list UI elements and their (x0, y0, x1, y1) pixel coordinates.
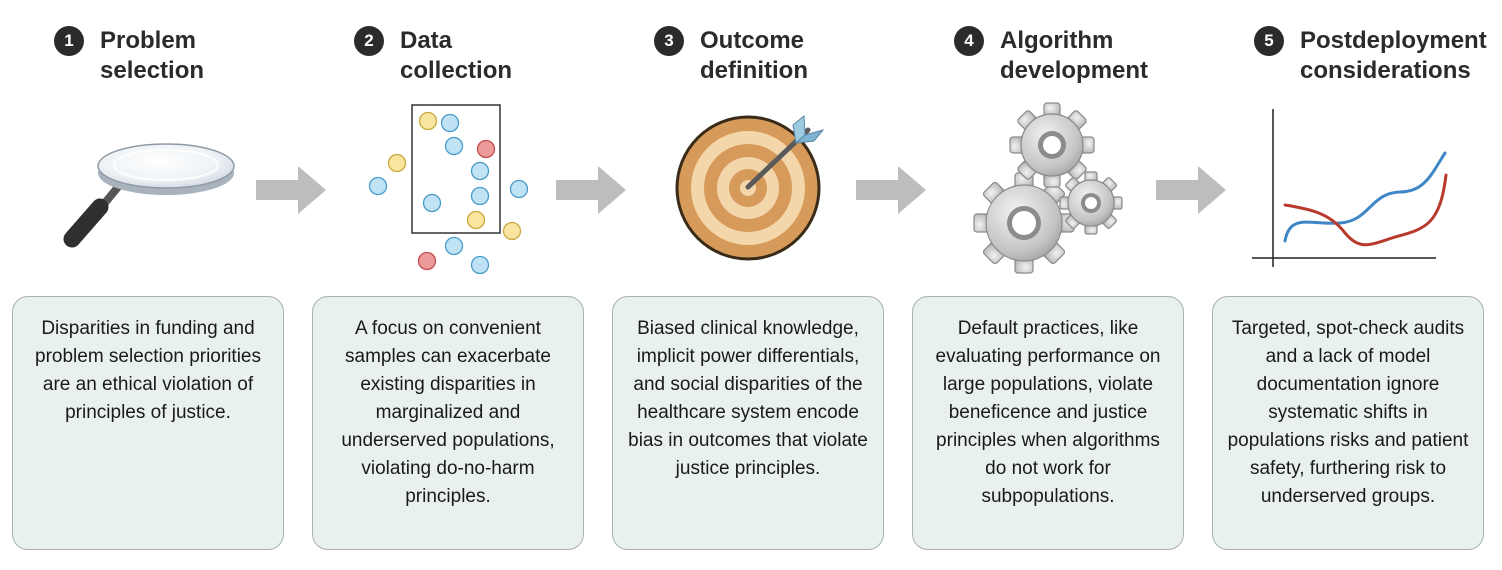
gears-icon (973, 102, 1123, 274)
stage-problem-selection: 1 Problem selection Disparities in fundi… (0, 0, 290, 570)
stage-title: Algorithm development (1000, 27, 1149, 84)
stage-header: 5 Postdeployment considerations (1254, 26, 1487, 86)
description-box: Default practices, like evaluating perfo… (912, 296, 1184, 550)
data-points-icon (368, 104, 529, 275)
stage-title: Data collection (400, 27, 513, 84)
stage-title: Outcome definition (700, 27, 808, 84)
step-number-badge: 3 (654, 26, 684, 56)
description-box: Biased clinical knowledge, implicit powe… (612, 296, 884, 550)
magnifying-glass-icon (63, 143, 235, 248)
stage-title: Problem selection (100, 27, 205, 84)
arrow-right-icon (556, 166, 626, 214)
step-number-badge: 5 (1254, 26, 1284, 56)
line-graph-icon (1252, 109, 1448, 267)
stage-header: 3 Outcome definition (654, 26, 808, 86)
description-box: A focus on convenient samples can exacer… (312, 296, 584, 550)
arrow-right-icon (256, 166, 326, 214)
target-icon (675, 114, 825, 261)
description-box: Targeted, spot-check audits and a lack o… (1212, 296, 1484, 550)
stage-title: Postdeployment considerations (1300, 27, 1487, 84)
stage-header: 2 Data collection (354, 26, 512, 86)
stage-algorithm-development: 4 Algorithm development (900, 0, 1190, 570)
stage-header: 1 Problem selection (54, 26, 204, 86)
stage-postdeployment-considerations: 5 Postdeployment considerations Targeted… (1200, 0, 1490, 570)
arrow-right-icon (856, 166, 926, 214)
arrow-right-icon (1156, 166, 1226, 214)
step-number-badge: 1 (54, 26, 84, 56)
description-box: Disparities in funding and problem selec… (12, 296, 284, 550)
stage-header: 4 Algorithm development (954, 26, 1148, 86)
stage-data-collection: 2 Data collection A focus on convenient … (300, 0, 590, 570)
step-number-badge: 4 (954, 26, 984, 56)
stage-outcome-definition: 3 Outcome definition Biased clinical kno… (600, 0, 890, 570)
step-number-badge: 2 (354, 26, 384, 56)
